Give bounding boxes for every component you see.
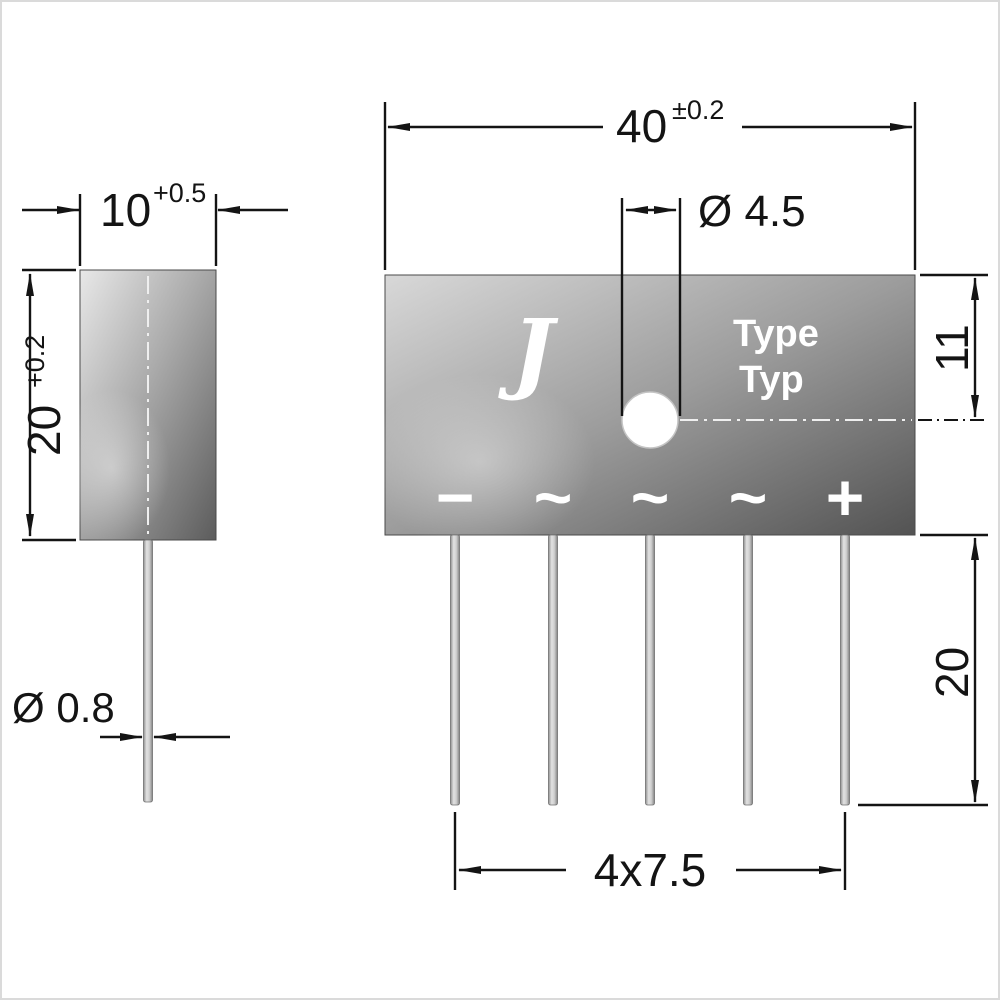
front-pin-3 xyxy=(645,534,655,806)
mounting-hole xyxy=(621,391,679,449)
side-height-dimension: 20 +0.2 xyxy=(18,268,76,542)
front-body-highlight xyxy=(365,374,595,550)
terminal-plus-label: + xyxy=(826,460,865,534)
front-pin-length-label: 20 xyxy=(926,647,978,698)
front-pin-4 xyxy=(743,534,753,806)
side-view: 10 +0.5 20 +0.2 Ø 0.8 xyxy=(12,178,288,803)
terminal-ac1-label: ~ xyxy=(534,460,573,534)
terminal-minus-label: − xyxy=(436,460,475,534)
pin-pitch-label: 4x7.5 xyxy=(594,844,707,896)
front-pin-2 xyxy=(548,534,558,806)
typ-label: Typ xyxy=(739,359,804,401)
type-label: Type xyxy=(733,313,819,355)
hole-diameter-dimension: Ø 4.5 xyxy=(620,187,806,416)
hole-diameter-label: Ø 4.5 xyxy=(698,187,806,236)
terminal-markings: − ~ ~ ~ + xyxy=(436,460,865,534)
side-width-tolerance: +0.5 xyxy=(153,178,206,208)
front-body-height-dimension: 11 xyxy=(918,273,988,421)
side-height-value: 20 xyxy=(18,405,70,456)
terminal-ac3-label: ~ xyxy=(729,460,768,534)
side-pin-diameter-label: Ø 0.8 xyxy=(12,684,115,731)
side-width-value: 10 xyxy=(100,184,151,236)
terminal-ac2-label: ~ xyxy=(631,460,670,534)
side-height-tolerance: +0.2 xyxy=(20,335,50,388)
side-width-dimension: 10 +0.5 xyxy=(22,178,288,266)
front-pin-1 xyxy=(450,534,460,806)
pin-pitch-dimension: 4x7.5 xyxy=(453,812,847,896)
side-pin-diameter-dimension: Ø 0.8 xyxy=(12,684,230,741)
front-width-tolerance: ±0.2 xyxy=(672,95,724,125)
side-view-pin xyxy=(143,539,153,803)
front-body-height-label: 11 xyxy=(926,324,978,372)
front-width-dimension: 40 ±0.2 xyxy=(383,95,917,270)
front-pin-length-dimension: 20 xyxy=(858,533,988,807)
front-view-pins xyxy=(450,534,850,806)
front-view: J Type Typ − ~ ~ ~ + 40 ±0.2 xyxy=(365,95,988,896)
side-body-highlight xyxy=(54,390,170,546)
front-pin-5 xyxy=(840,534,850,806)
front-width-value: 40 xyxy=(616,100,667,152)
